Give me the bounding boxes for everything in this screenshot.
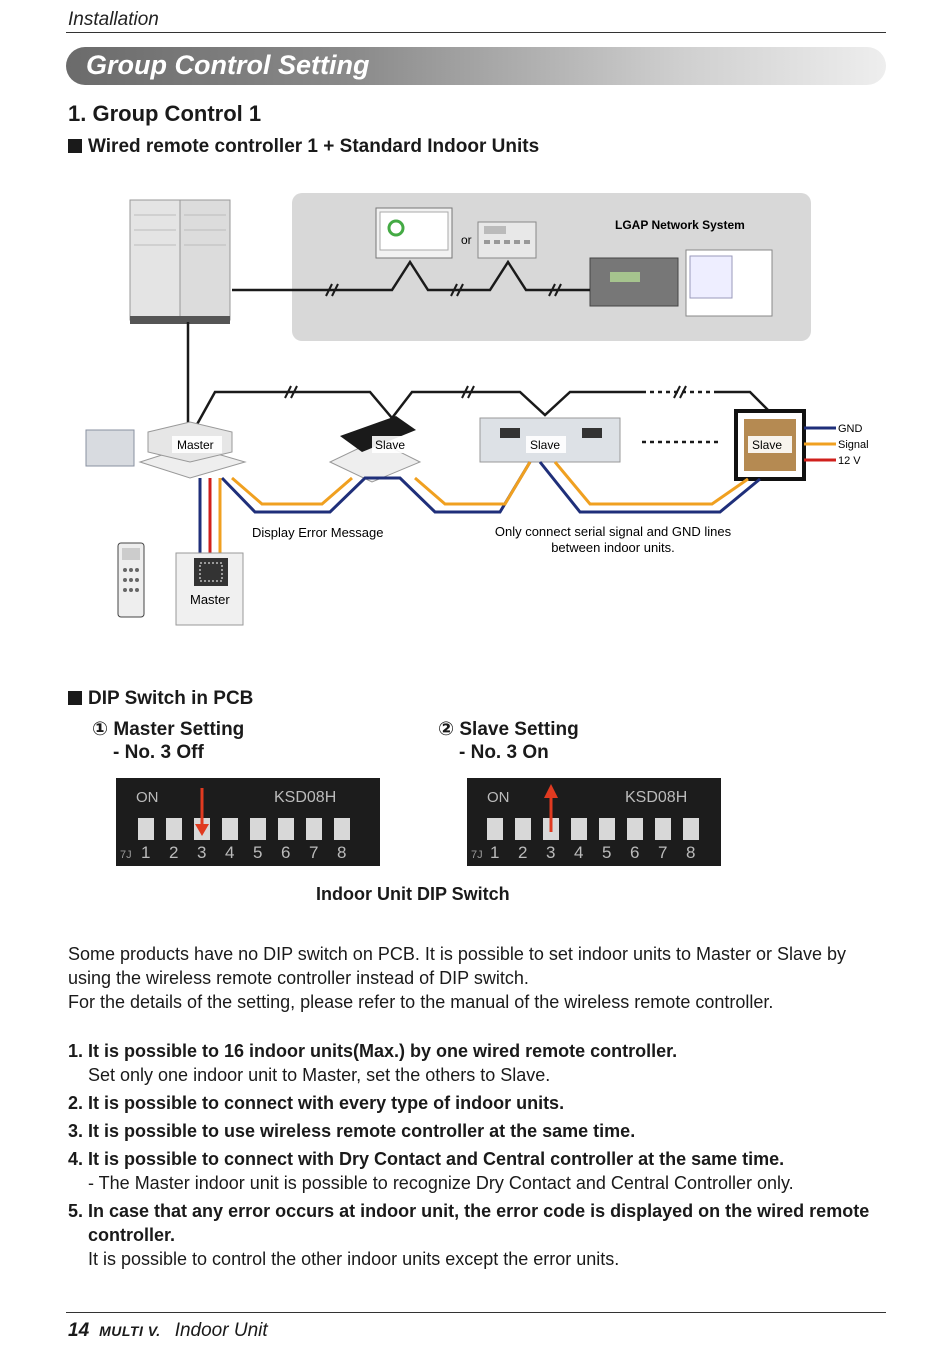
wireless-remote: [117, 542, 145, 618]
signal-label: Signal: [838, 439, 869, 451]
master-setting-sub: - No. 3 Off: [113, 742, 204, 763]
banner-title: Group Control Setting: [86, 50, 370, 80]
info-paragraph: Some products have no DIP switch on PCB.…: [68, 942, 878, 1014]
monitor-software: [685, 249, 773, 317]
section-label: Installation: [68, 9, 159, 30]
svg-text:5: 5: [253, 843, 262, 862]
central-controller: [477, 221, 537, 259]
svg-text:4: 4: [574, 843, 583, 862]
svg-text:1: 1: [490, 843, 499, 862]
master-cassette: [138, 421, 247, 479]
master-setting-title: ① Master Setting: [92, 719, 245, 740]
slave-label-2: Slave: [530, 438, 560, 452]
svg-text:8: 8: [686, 843, 695, 862]
svg-text:ON: ON: [136, 789, 159, 806]
master-label: Master: [177, 438, 214, 452]
svg-text:7: 7: [309, 843, 318, 862]
svg-text:3: 3: [197, 843, 206, 862]
network-label: LGAP Network System: [615, 218, 745, 232]
footer-title: Indoor Unit: [174, 1320, 268, 1341]
brand-logo: MULTI V.: [99, 1323, 161, 1339]
dip-caption: Indoor Unit DIP Switch: [316, 884, 510, 904]
svg-text:3: 3: [546, 843, 555, 862]
list-item: 4. It is possible to connect with Dry Co…: [68, 1149, 794, 1193]
12v-label: 12 V: [838, 455, 861, 467]
slave-cassette: [328, 416, 422, 483]
or-label: or: [461, 233, 472, 247]
svg-text:6: 6: [630, 843, 639, 862]
paragraph-line: using the wireless remote controller ins…: [68, 968, 529, 988]
display-error-label: Display Error Message: [252, 525, 384, 540]
list-item: 3. It is possible to use wireless remote…: [68, 1121, 636, 1141]
list-item: 1. It is possible to 16 indoor units(Max…: [68, 1041, 678, 1085]
list-item: 5. In case that any error occurs at indo…: [68, 1201, 870, 1269]
svg-text:7: 7: [658, 843, 667, 862]
header-rule: [66, 32, 886, 33]
paragraph-line: For the details of the setting, please r…: [68, 992, 774, 1012]
footer-rule: [66, 1312, 886, 1313]
lgap-gateway: [589, 257, 679, 307]
touch-controller: [375, 207, 453, 259]
artcool-unit: [734, 409, 806, 481]
svg-text:1: 1: [141, 843, 150, 862]
dip-heading: DIP Switch in PCB: [68, 688, 253, 710]
svg-text:8: 8: [337, 843, 346, 862]
serial-note-1: Only connect serial signal and GND lines: [495, 524, 732, 539]
svg-text:ON: ON: [487, 789, 510, 806]
outdoor-unit: [129, 199, 231, 324]
svg-text:KSD08H: KSD08H: [274, 789, 336, 806]
page-number: 14: [68, 1320, 90, 1341]
page-heading: 1. Group Control 1: [68, 101, 262, 126]
dry-contact-box: [85, 429, 135, 467]
square-bullet-icon: [68, 139, 82, 153]
serial-note-2: between indoor units.: [551, 540, 675, 555]
slave-label-1: Slave: [375, 438, 405, 452]
slave-setting-sub: - No. 3 On: [459, 742, 549, 763]
title-banner: Group Control Setting: [66, 47, 886, 85]
wired-remote-master-label: Master: [190, 592, 230, 607]
list-item: 2. It is possible to connect with every …: [68, 1093, 565, 1113]
svg-text:7J: 7J: [471, 849, 483, 861]
subheading: Wired remote controller 1 + Standard Ind…: [68, 136, 539, 158]
duct-unit: [479, 417, 621, 463]
gnd-label: GND: [838, 423, 863, 435]
notes-list: 1. It is possible to 16 indoor units(Max…: [68, 1039, 888, 1275]
svg-text:2: 2: [518, 843, 527, 862]
square-bullet-icon: [68, 691, 82, 705]
page-footer: 14 MULTI V. Indoor Unit: [68, 1320, 268, 1342]
svg-text:2: 2: [169, 843, 178, 862]
svg-text:6: 6: [281, 843, 290, 862]
wired-remote: [175, 552, 244, 626]
paragraph-line: Some products have no DIP switch on PCB.…: [68, 944, 847, 964]
svg-text:KSD08H: KSD08H: [625, 789, 687, 806]
slave-setting-title: ② Slave Setting: [438, 719, 579, 740]
svg-text:7J: 7J: [120, 849, 132, 861]
wiring-diagram: or LGAP Network System Master Slave: [85, 193, 869, 626]
svg-text:4: 4: [225, 843, 234, 862]
slave-label-3: Slave: [752, 438, 782, 452]
svg-text:5: 5: [602, 843, 611, 862]
